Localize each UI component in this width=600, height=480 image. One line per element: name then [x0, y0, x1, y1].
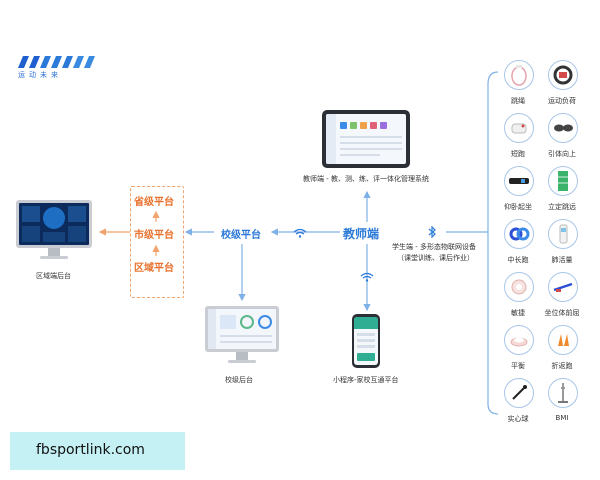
phone-screen	[354, 317, 378, 365]
device-label: 中长跑	[507, 256, 529, 264]
watermark-text: fbsportlink.com	[36, 442, 145, 458]
bluetooth-icon	[428, 226, 436, 238]
agility-pad-icon	[511, 279, 527, 295]
watermark-badge: fbsportlink.com	[10, 432, 185, 470]
school-backend-label: 校级后台	[225, 376, 253, 384]
school-backend-monitor	[205, 306, 279, 368]
jump-rope-icon	[511, 65, 527, 86]
logo: 运动未来	[18, 56, 100, 80]
wifi-icon	[293, 228, 307, 238]
device-label: 实心球	[507, 415, 529, 423]
device-label: 折返跑	[551, 362, 573, 370]
device-circle	[504, 166, 534, 196]
region-dashboard-screen	[19, 203, 89, 245]
heart-rate-band-icon	[553, 65, 573, 85]
device-label: BMI	[555, 414, 569, 422]
sit-and-reach-icon	[553, 282, 573, 292]
pull-up-sensor-icon	[554, 124, 573, 132]
miniprogram-label: 小程序-家校互通平台	[333, 376, 399, 384]
platform-group	[130, 186, 184, 298]
device-circle	[504, 325, 534, 355]
teacher-tablet	[322, 110, 410, 168]
device-label: 引体向上	[548, 150, 576, 158]
tablet-screen	[326, 114, 406, 164]
sprint-sensor-icon	[511, 123, 527, 134]
device-label: 立定跳远	[548, 203, 576, 211]
balance-pad-icon	[510, 337, 528, 347]
bmi-scale-icon	[558, 383, 568, 403]
device-circle	[504, 272, 534, 302]
device-circle	[504, 113, 534, 143]
device-circle	[504, 378, 534, 408]
device-circle	[548, 60, 578, 90]
long-jump-mat-icon	[558, 171, 568, 191]
student-devices-label: 学生端 - 多形态物联网设备	[392, 243, 476, 251]
device-circle	[548, 325, 578, 355]
region-backend-label: 区域端后台	[36, 272, 71, 280]
device-label: 坐位体前屈	[544, 309, 580, 317]
shuttle-run-cone-icon	[558, 334, 569, 346]
city-platform: 市级平台	[134, 230, 174, 241]
running-band-icon	[509, 227, 530, 241]
device-label: 敏捷	[511, 309, 525, 317]
device-label: 运动负荷	[548, 97, 576, 105]
device-label: 肺活量	[551, 256, 573, 264]
school-platform: 校级平台	[221, 230, 261, 241]
device-circle	[548, 166, 578, 196]
teacher-system-label: 教师端 - 教、测、练、评一体化管理系统	[303, 175, 429, 183]
parent-phone	[352, 314, 380, 368]
device-label: 短跑	[511, 150, 525, 158]
teacher-node: 教师端	[343, 227, 380, 241]
device-label: 仰卧起坐	[504, 203, 532, 211]
device-circle	[548, 219, 578, 249]
region-backend-monitor	[16, 200, 92, 262]
device-circle	[548, 272, 578, 302]
sit-up-device-icon	[509, 178, 529, 184]
province-platform: 省级平台	[134, 197, 174, 208]
device-circle	[548, 113, 578, 143]
student-usage-label: （课堂训练、课后作业）	[397, 254, 474, 262]
district-platform: 区域平台	[134, 263, 174, 274]
device-circle	[504, 60, 534, 90]
device-circle	[504, 219, 534, 249]
logo-text: 运动未来	[18, 71, 62, 79]
device-circle	[548, 378, 578, 408]
school-backend-screen	[208, 309, 276, 349]
device-label: 跳绳	[511, 97, 525, 105]
device-label: 平衡	[511, 362, 525, 370]
logo-mark-icon	[18, 56, 95, 68]
wifi-icon	[360, 272, 374, 282]
medicine-ball-icon	[512, 385, 527, 400]
spirometer-icon	[559, 224, 568, 244]
